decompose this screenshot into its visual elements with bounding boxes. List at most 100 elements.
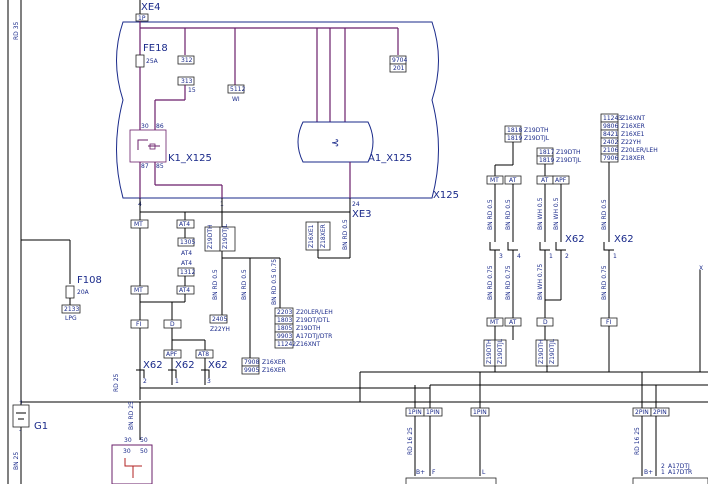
code-9905: 9905 — [244, 367, 259, 374]
wire-label-bnrd25: BN RD 25 — [128, 401, 135, 430]
variant-fi-2: FI — [606, 319, 611, 326]
code-list-code: 9806 — [603, 123, 618, 130]
code-list-engine: Z16XNT — [296, 341, 320, 348]
pin-30-b: 30 — [124, 437, 132, 444]
module-a1-symbol: ⊰ — [331, 138, 339, 149]
code-list-code: 7906 — [603, 155, 618, 162]
vtag-2: Z19DTJL — [222, 223, 229, 249]
pin-l-a: L — [482, 469, 486, 476]
code-1818: 1818 — [507, 127, 522, 134]
component-label-g1: G1 — [34, 421, 48, 432]
wire-label-rd1625: RD 16 25 — [407, 427, 414, 455]
pin-50-c: 50 — [140, 448, 148, 455]
variant-at-5: AT — [509, 319, 517, 326]
pin-2-x62a: 2 — [143, 378, 147, 385]
vtag-box-8 — [546, 339, 559, 367]
code-list-code: 1803 — [277, 317, 292, 324]
wire-label-bnwh075: BN WH 0.75 — [537, 264, 544, 300]
variant-box-mt-2 — [130, 285, 149, 295]
pin-30: 30 — [141, 123, 149, 130]
code-list-code: 2203 — [277, 309, 292, 316]
pin-box-xe4 — [135, 13, 149, 22]
pin-1-bottom: 1 — [661, 469, 665, 476]
fuse-rating-fe18: 25A — [146, 58, 159, 65]
pin-86: 86 — [156, 123, 164, 130]
code-lpg: LPG — [65, 315, 77, 322]
pin-2-bottom: 2 — [661, 463, 665, 470]
code-list-engine: Z19DTH — [296, 325, 321, 332]
code-5112: 5112 — [230, 86, 245, 93]
pin-mark-x62-c — [201, 369, 210, 378]
code-list-engine: Z16XNT — [621, 115, 645, 122]
code-box-5112 — [227, 84, 245, 94]
fuse-rating-f108: 20A — [77, 289, 90, 296]
wire-label-bnrd0575: BN RD 0.5 0.75 — [271, 259, 278, 305]
variant-at4-1: AT4 — [179, 221, 190, 228]
variant-d-1: D — [170, 321, 175, 328]
vtag-box-4 — [317, 221, 331, 251]
code-box-9905 — [241, 365, 260, 375]
wire-label-rd25: RD 25 — [113, 373, 120, 392]
variant-mt-4: MT — [490, 319, 499, 326]
pin-bplus-a: B+ — [416, 469, 425, 476]
code-z16xer-a: Z16XER — [262, 359, 286, 366]
code-312: 312 — [181, 57, 193, 64]
code-1819: 1819 — [507, 135, 522, 142]
code-1312: 1312 — [180, 269, 195, 276]
pin-4-x62d: 4 — [517, 253, 521, 260]
fuse-f108 — [65, 285, 75, 299]
vtag-5: Z19DTH — [486, 339, 493, 364]
code-list-code: 2106 — [603, 147, 618, 154]
wire-label-rd35: RD 35 — [13, 21, 20, 40]
code-z22yh: Z22YH — [210, 326, 230, 333]
code-list-code: 11243 — [603, 115, 622, 122]
pin-mark-x62-e — [603, 242, 614, 251]
code-list-engine: Z16XER — [621, 123, 645, 130]
wire-label-bnrd05: BN RD 0.5 — [212, 269, 219, 300]
connector-label-x125: X125 — [433, 190, 459, 201]
vtag-box-6 — [494, 339, 507, 367]
code-1305: 1305 — [180, 239, 195, 246]
code-wi: WI — [232, 96, 240, 103]
vtag-box-2 — [219, 226, 236, 252]
component-label-f108: F108 — [77, 275, 102, 286]
wire-label-bnrd075c: BN RD 0.75 — [601, 265, 608, 300]
pin-bplus-b: B+ — [644, 469, 653, 476]
right-edge-x: X — [699, 265, 703, 272]
pin-24: 24 — [352, 201, 360, 208]
code-313: 313 — [181, 78, 193, 85]
connector-label-xe4: XE4 — [141, 2, 161, 13]
pin-50-b: 50 — [140, 437, 148, 444]
pin-mark-x62-d3 — [539, 242, 550, 251]
wire-label-bnrd05b: BN RD 0.5 — [241, 269, 248, 300]
alternator-box-b — [632, 477, 708, 484]
code-list-engine: Z20LER/LEH — [296, 309, 333, 316]
code-15: 15 — [188, 87, 196, 94]
pin-1-x62e: 1 — [613, 253, 617, 260]
code-list-engine: Z18XER — [621, 155, 645, 162]
variant-at4-2b: AT4 — [181, 260, 192, 267]
code-1817: 1817 — [539, 149, 554, 156]
pin-3-x62c: 3 — [207, 378, 211, 385]
right-partial-a17dtr: A17DTR — [668, 469, 692, 476]
code-2405: 2405 — [212, 316, 227, 323]
variant-fi-1: FI — [136, 321, 141, 328]
component-label-k1: K1_X125 — [168, 153, 212, 164]
pin-mark-x62-d1 — [489, 242, 500, 251]
code-list-code: 11242 — [277, 341, 296, 348]
right-partial-a17dtj: A17DTJ — [668, 463, 690, 470]
code-list-code: 8421 — [603, 131, 618, 138]
code-box-312 — [177, 55, 195, 65]
wire-label-bnwh05: BN WH 0.5 — [537, 197, 544, 230]
code-box-2133 — [61, 304, 81, 314]
variant-at4-1b: AT4 — [181, 250, 192, 257]
pin-mark-x62-b — [168, 369, 177, 378]
variant-apf-2: APF — [555, 177, 567, 184]
code-list-engine: Z16XE1 — [621, 131, 645, 138]
pin-2pin-a: 2PIN — [635, 409, 649, 416]
module-a1 — [297, 121, 374, 163]
code-box-313 — [177, 76, 195, 86]
vtag-1: Z19DTH — [207, 224, 214, 249]
variant-at8: AT8 — [198, 351, 209, 358]
